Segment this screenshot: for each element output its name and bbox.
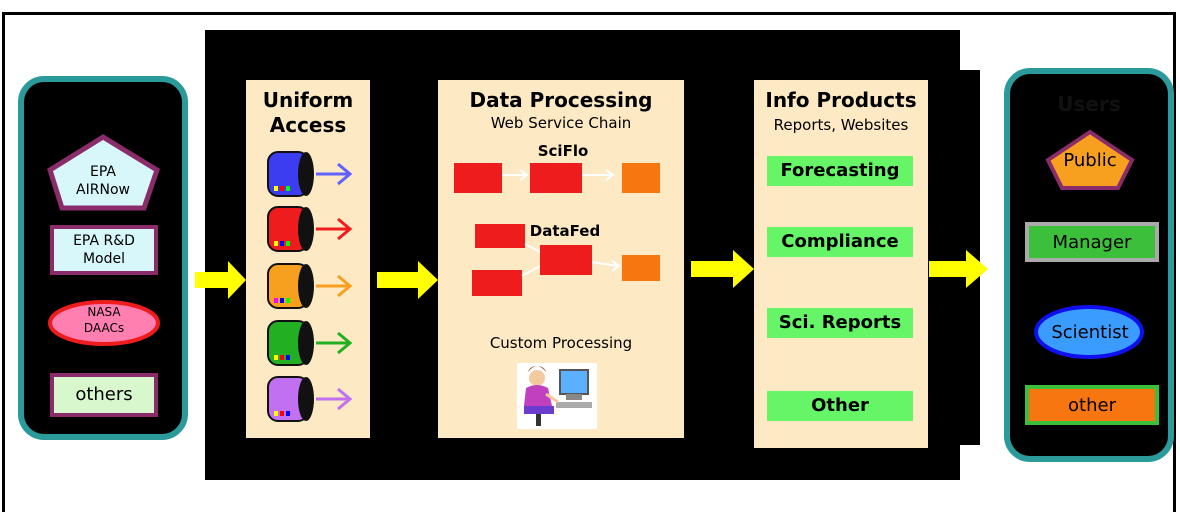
arrow-1: [195, 261, 246, 299]
product-sci-reports: Sci. Reports: [765, 306, 915, 340]
datafed-step-merge: [540, 245, 592, 275]
epa-rd-label: EPA R&D Model: [73, 233, 135, 267]
arrow-4: [929, 250, 988, 288]
datafed-input-2: [472, 270, 522, 296]
processing-chains: [454, 163, 660, 429]
uniform-access-title-2: Access: [269, 113, 347, 137]
flow-arrow-icon: [316, 331, 353, 355]
arrow-2: [377, 261, 438, 299]
database-cylinder-icon: [267, 151, 314, 197]
info-products-title: Info Products: [765, 88, 917, 112]
epa-rd-box: [50, 225, 158, 275]
sources-shapes: [47, 134, 161, 417]
sciflo-label: SciFlo: [537, 142, 589, 160]
scientist-ellipse: [1034, 305, 1144, 359]
datafed-step-output: [622, 255, 660, 281]
other-user-box: [1025, 385, 1159, 425]
flow-arrow-icon: [316, 387, 353, 411]
custom-processing-label: Custom Processing: [489, 334, 633, 352]
public-label: Public: [1063, 150, 1117, 171]
epa-airnow-pentagon: [47, 134, 161, 211]
manager-label: Manager: [1052, 232, 1132, 253]
nasa-label: NASA DAACs: [83, 305, 125, 335]
flow-arrow-icon: [316, 162, 353, 186]
other-user-label: other: [1068, 395, 1116, 416]
database-cylinder-icon: [267, 263, 314, 309]
info-products-section: [754, 80, 928, 448]
epa-airnow-label: EPA AIRNow: [76, 164, 130, 198]
datafed-input-1: [475, 224, 525, 248]
manager-box: [1025, 222, 1159, 262]
arrow-3: [691, 250, 754, 288]
datafed-label: DataFed: [529, 222, 601, 240]
flow-arrow-icon: [316, 274, 353, 298]
database-cylinder-icon: [267, 320, 314, 366]
scientist-label: Scientist: [1051, 322, 1129, 343]
database-cylinders: [267, 151, 353, 422]
data-processing-subtitle: Web Service Chain: [490, 114, 632, 132]
diagram-frame: [2, 12, 1176, 512]
uniform-access-title-1: Uniform: [262, 88, 354, 112]
product-forecasting: Forecasting: [765, 154, 915, 188]
database-cylinder-icon: [267, 376, 314, 422]
product-compliance: Compliance: [765, 225, 915, 259]
database-cylinder-icon: [267, 206, 314, 252]
nasa-ellipse: [48, 300, 160, 346]
sciflo-step-3: [622, 163, 660, 193]
others-source-label: others: [75, 384, 133, 405]
others-source-box: [50, 373, 158, 417]
data-processing-title: Data Processing: [469, 88, 653, 112]
info-products-subtitle: Reports, Websites: [773, 116, 909, 134]
sciflo-step-2: [530, 163, 582, 193]
users-title: Users: [1057, 92, 1121, 116]
flow-arrow-icon: [316, 217, 353, 241]
product-other: Other: [765, 389, 915, 423]
sciflo-step-1: [454, 163, 502, 193]
public-pentagon: [1045, 129, 1135, 190]
person-at-computer-icon: [517, 363, 597, 429]
